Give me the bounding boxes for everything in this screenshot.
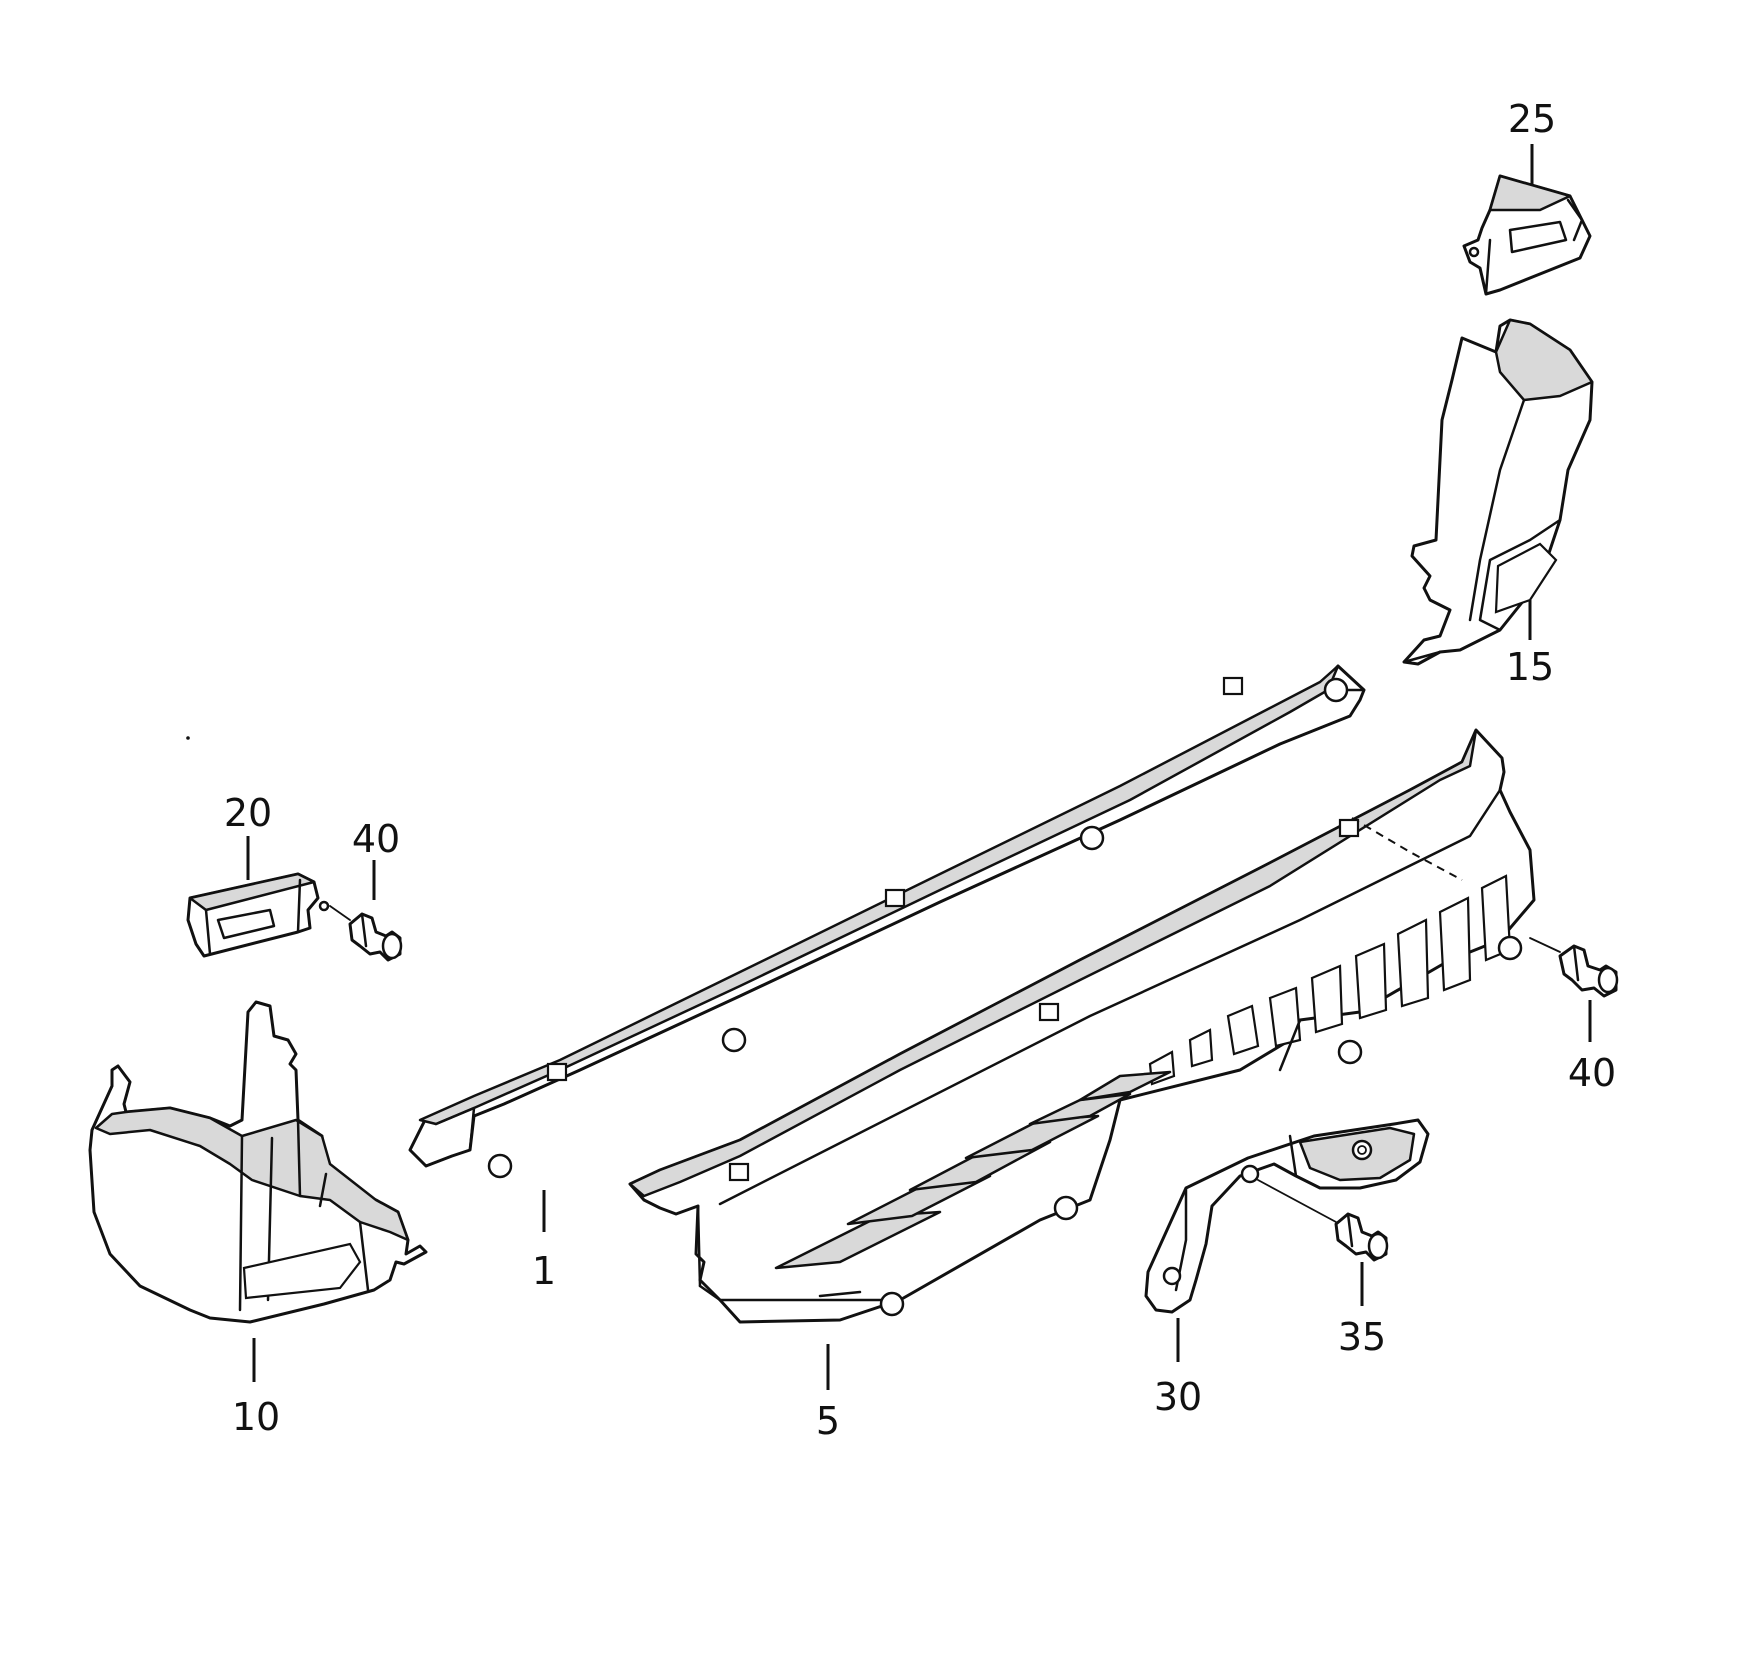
callout-25: 25 <box>1508 97 1556 141</box>
part-10-left-end-cap[interactable] <box>88 1000 428 1324</box>
callout-5: 5 <box>816 1399 840 1443</box>
part-35-clip[interactable] <box>1257 1179 1389 1262</box>
callout-40-right: 40 <box>1568 1051 1616 1095</box>
part-5-step-panel[interactable] <box>628 728 1536 1324</box>
part-15-right-end-cap[interactable] <box>1402 318 1594 666</box>
callout-15: 15 <box>1506 645 1554 689</box>
part-20-bracket[interactable] <box>186 872 330 958</box>
callout-1: 1 <box>532 1249 556 1293</box>
callout-20: 20 <box>224 791 272 835</box>
callout-35: 35 <box>1338 1315 1386 1359</box>
stray-dot <box>186 736 190 740</box>
callout-40-left: 40 <box>352 817 400 861</box>
part-1-reinforcement-beam[interactable] <box>408 664 1366 1179</box>
part-30-mounting-bracket[interactable] <box>1144 1118 1430 1314</box>
callout-10: 10 <box>232 1395 280 1439</box>
part-40-clip-left[interactable] <box>329 905 403 962</box>
part-40-clip-right[interactable] <box>1529 937 1619 998</box>
callout-30: 30 <box>1154 1375 1202 1419</box>
part-25-bracket[interactable] <box>1462 174 1592 296</box>
